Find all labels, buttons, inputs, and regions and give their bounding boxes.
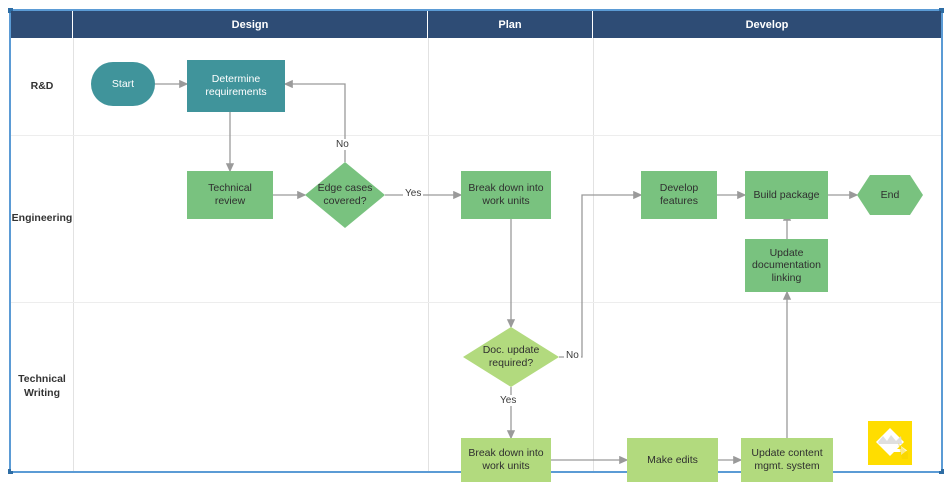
node-make-edits[interactable]: Make edits: [627, 438, 718, 482]
node-edge-cases-covered-label: Edge cases covered?: [317, 182, 373, 207]
grid-hline-1: [11, 135, 941, 136]
lane-label-engineering: Engineering: [11, 211, 73, 224]
node-determine-requirements[interactable]: Determine requirements: [187, 60, 285, 112]
node-end[interactable]: End: [857, 175, 923, 215]
column-header-plan[interactable]: Plan: [428, 11, 593, 38]
node-start[interactable]: Start: [91, 62, 155, 106]
node-break-down-work-units-techwriting[interactable]: Break down into work units: [461, 438, 551, 482]
node-break-down-work-units-plan[interactable]: Break down into work units: [461, 171, 551, 219]
node-technical-review[interactable]: Technical review: [187, 171, 273, 219]
resize-handle-ne[interactable]: [939, 8, 944, 13]
node-develop-features[interactable]: Develop features: [641, 171, 717, 219]
node-build-package[interactable]: Build package: [745, 171, 828, 219]
resize-handle-nw[interactable]: [8, 8, 13, 13]
lane-label-technical-writing: Technical Writing: [18, 373, 66, 399]
grid-vline-2: [428, 38, 429, 471]
column-header-develop[interactable]: Develop: [593, 11, 941, 38]
column-header-row: Design Plan Develop: [11, 11, 941, 38]
grid-vline-1: [73, 38, 74, 471]
edge-label-yes-docupdate: Yes: [498, 395, 519, 406]
edge-label-no-edgecases: No: [334, 139, 351, 150]
column-header-blank: [11, 11, 73, 38]
node-edge-cases-covered[interactable]: Edge cases covered?: [305, 162, 385, 228]
edge-docupdate-no-developfeat: [559, 190, 643, 358]
node-update-documentation-linking[interactable]: Update documentation linking: [745, 239, 828, 292]
column-header-design[interactable]: Design: [73, 11, 428, 38]
node-end-label: End: [880, 189, 900, 201]
edge-label-yes-edgecases: Yes: [403, 188, 424, 199]
grid-hline-2: [11, 302, 941, 303]
resize-handle-se[interactable]: [939, 469, 944, 474]
node-doc-update-required[interactable]: Doc. update required?: [463, 327, 559, 387]
edge-label-no-docupdate: No: [564, 350, 581, 361]
swimlane-diagram[interactable]: Design Plan Develop R&D Engineering Tech…: [11, 11, 941, 482]
diagram-app-logo-icon: [868, 421, 912, 465]
resize-handle-sw[interactable]: [8, 469, 13, 474]
lane-label-rnd: R&D: [30, 79, 54, 92]
node-update-content-mgmt-system[interactable]: Update content mgmt. system: [741, 438, 833, 482]
grid-vline-3: [593, 38, 594, 471]
node-doc-update-required-label: Doc. update required?: [482, 344, 540, 369]
edge-edgecases-no-determine: [283, 79, 346, 162]
